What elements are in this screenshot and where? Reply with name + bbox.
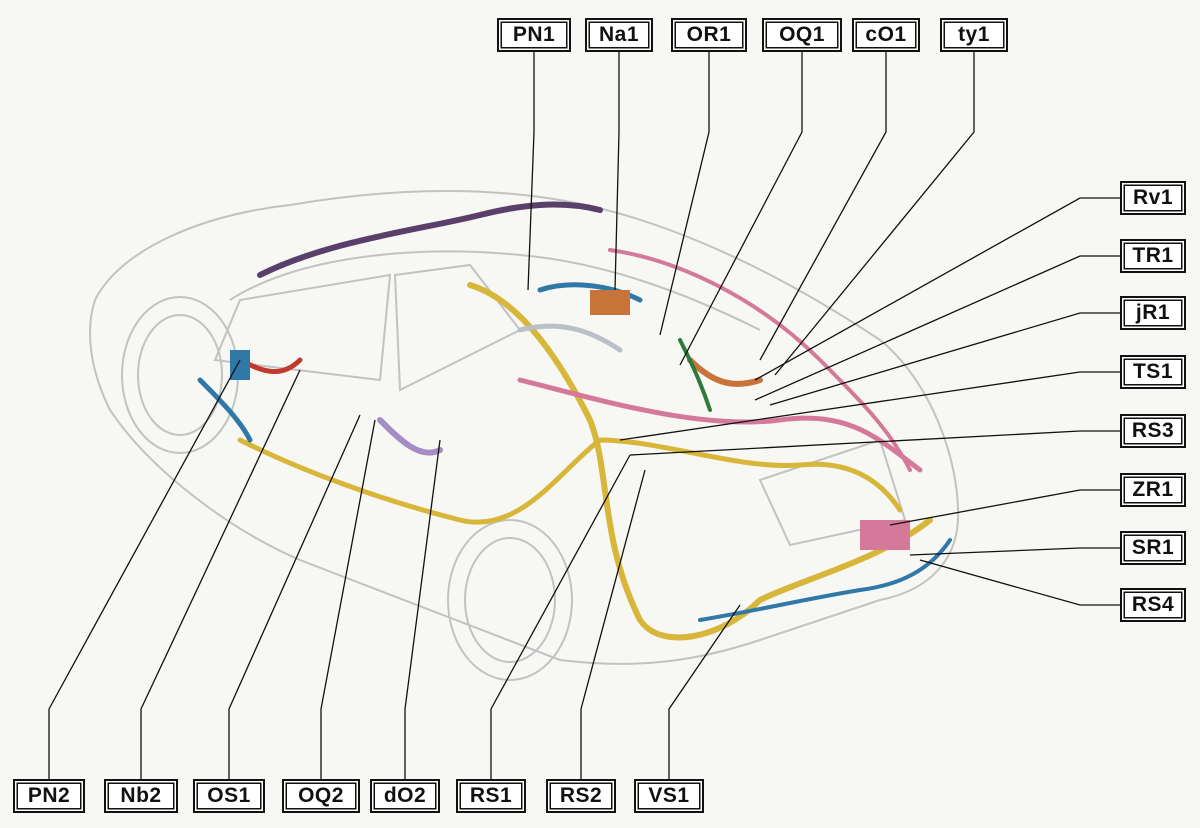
label-VS1: VS1: [634, 779, 704, 813]
label-OR1: OR1: [671, 18, 747, 52]
leader-line-right-3: [619, 371, 1120, 441]
label-text: OQ1: [779, 23, 825, 46]
leader-line-top-3: [679, 52, 803, 366]
leader-line-bottom-4: [404, 439, 441, 779]
label-text: Rv1: [1132, 186, 1174, 209]
label-text: ty1: [958, 23, 990, 46]
roof-harness: [257, 201, 603, 278]
label-text: PN2: [27, 784, 71, 807]
label-PN2: PN2: [13, 779, 85, 813]
label-SR1: SR1: [1120, 531, 1186, 565]
leader-line-bottom-2: [228, 414, 361, 779]
label-OQ2: OQ2: [282, 779, 360, 813]
console-harness-green: [678, 338, 712, 412]
rear-door-lavender: [377, 417, 443, 456]
console-harness-orange: [687, 357, 763, 387]
roof-edge: [229, 250, 761, 331]
dash-harness-gray: [517, 323, 623, 353]
front-door-blue: [197, 377, 253, 443]
label-RS3: RS3: [1120, 414, 1186, 448]
rear-wheel-inner: [464, 537, 556, 663]
label-text: OR1: [686, 23, 732, 46]
label-dO2: dO2: [370, 779, 440, 813]
leader-line-right-1: [754, 255, 1120, 401]
front-door-connector: [230, 350, 250, 380]
label-RS1: RS1: [456, 779, 526, 813]
label-text: PN1: [512, 23, 556, 46]
floor-harness-main: [467, 282, 933, 641]
wiring-harness: [197, 201, 952, 641]
label-text: ZR1: [1132, 478, 1174, 501]
car-body-outline: [89, 189, 960, 681]
label-Rv1: Rv1: [1120, 181, 1186, 215]
label-PN1: PN1: [497, 18, 571, 52]
label-text: jR1: [1135, 301, 1171, 324]
rear-floor-blue: [698, 538, 952, 622]
roof-harness-pink: [608, 248, 912, 472]
label-text: dO2: [383, 784, 427, 807]
label-text: RS2: [559, 784, 603, 807]
label-ZR1: ZR1: [1120, 473, 1186, 507]
leader-line-bottom-7: [668, 604, 741, 779]
label-text: RS4: [1131, 593, 1175, 616]
leader-line-right-7: [919, 559, 1120, 606]
rear-window: [393, 263, 522, 392]
leader-line-top-0: [527, 52, 535, 291]
label-text: Nb2: [120, 784, 162, 807]
label-text: cO1: [865, 23, 907, 46]
label-OS1: OS1: [193, 779, 265, 813]
label-TS1: TS1: [1120, 355, 1186, 389]
leader-line-top-1: [614, 52, 620, 291]
front-wheel-inner: [137, 314, 223, 436]
body-silhouette: [89, 189, 960, 665]
leader-line-right-4: [629, 430, 1120, 456]
dash-harness-blue: [537, 282, 643, 303]
leader-line-top-5: [774, 52, 975, 376]
label-text: TR1: [1132, 244, 1174, 267]
leader-line-bottom-5: [490, 454, 631, 779]
front-wheel: [121, 296, 239, 454]
label-text: RS3: [1131, 419, 1175, 442]
leader-lines: [48, 52, 1120, 779]
label-RS4: RS4: [1120, 588, 1186, 622]
rear-harness-pink: [517, 377, 923, 473]
label-Na1: Na1: [585, 18, 653, 52]
front-window: [213, 273, 392, 382]
label-RS2: RS2: [546, 779, 616, 813]
label-text: VS1: [648, 784, 690, 807]
leader-line-bottom-0: [48, 359, 241, 779]
leader-line-top-4: [759, 52, 887, 361]
label-text: RS1: [469, 784, 513, 807]
label-text: SR1: [1131, 536, 1175, 559]
dash-connector-block: [590, 290, 630, 315]
leader-line-right-6: [909, 547, 1120, 556]
leader-line-top-2: [659, 52, 710, 336]
trunk-connector-block: [860, 520, 910, 550]
label-jR1: jR1: [1120, 296, 1186, 330]
leader-line-bottom-6: [580, 469, 646, 779]
leader-line-right-2: [769, 312, 1120, 406]
label-OQ1: OQ1: [762, 18, 842, 52]
leader-line-right-5: [889, 489, 1120, 526]
label-Nb2: Nb2: [104, 779, 178, 813]
floor-harness-cross: [237, 437, 903, 525]
label-ty1: ty1: [940, 18, 1008, 52]
rear-wheel: [447, 519, 573, 681]
label-cO1: cO1: [852, 18, 920, 52]
leader-line-bottom-3: [320, 419, 376, 779]
label-TR1: TR1: [1120, 239, 1186, 273]
leader-line-bottom-1: [140, 369, 301, 779]
label-text: OS1: [207, 784, 251, 807]
label-text: Na1: [598, 23, 640, 46]
leader-line-right-0: [754, 197, 1120, 381]
label-text: OQ2: [298, 784, 344, 807]
label-text: TS1: [1132, 360, 1173, 383]
